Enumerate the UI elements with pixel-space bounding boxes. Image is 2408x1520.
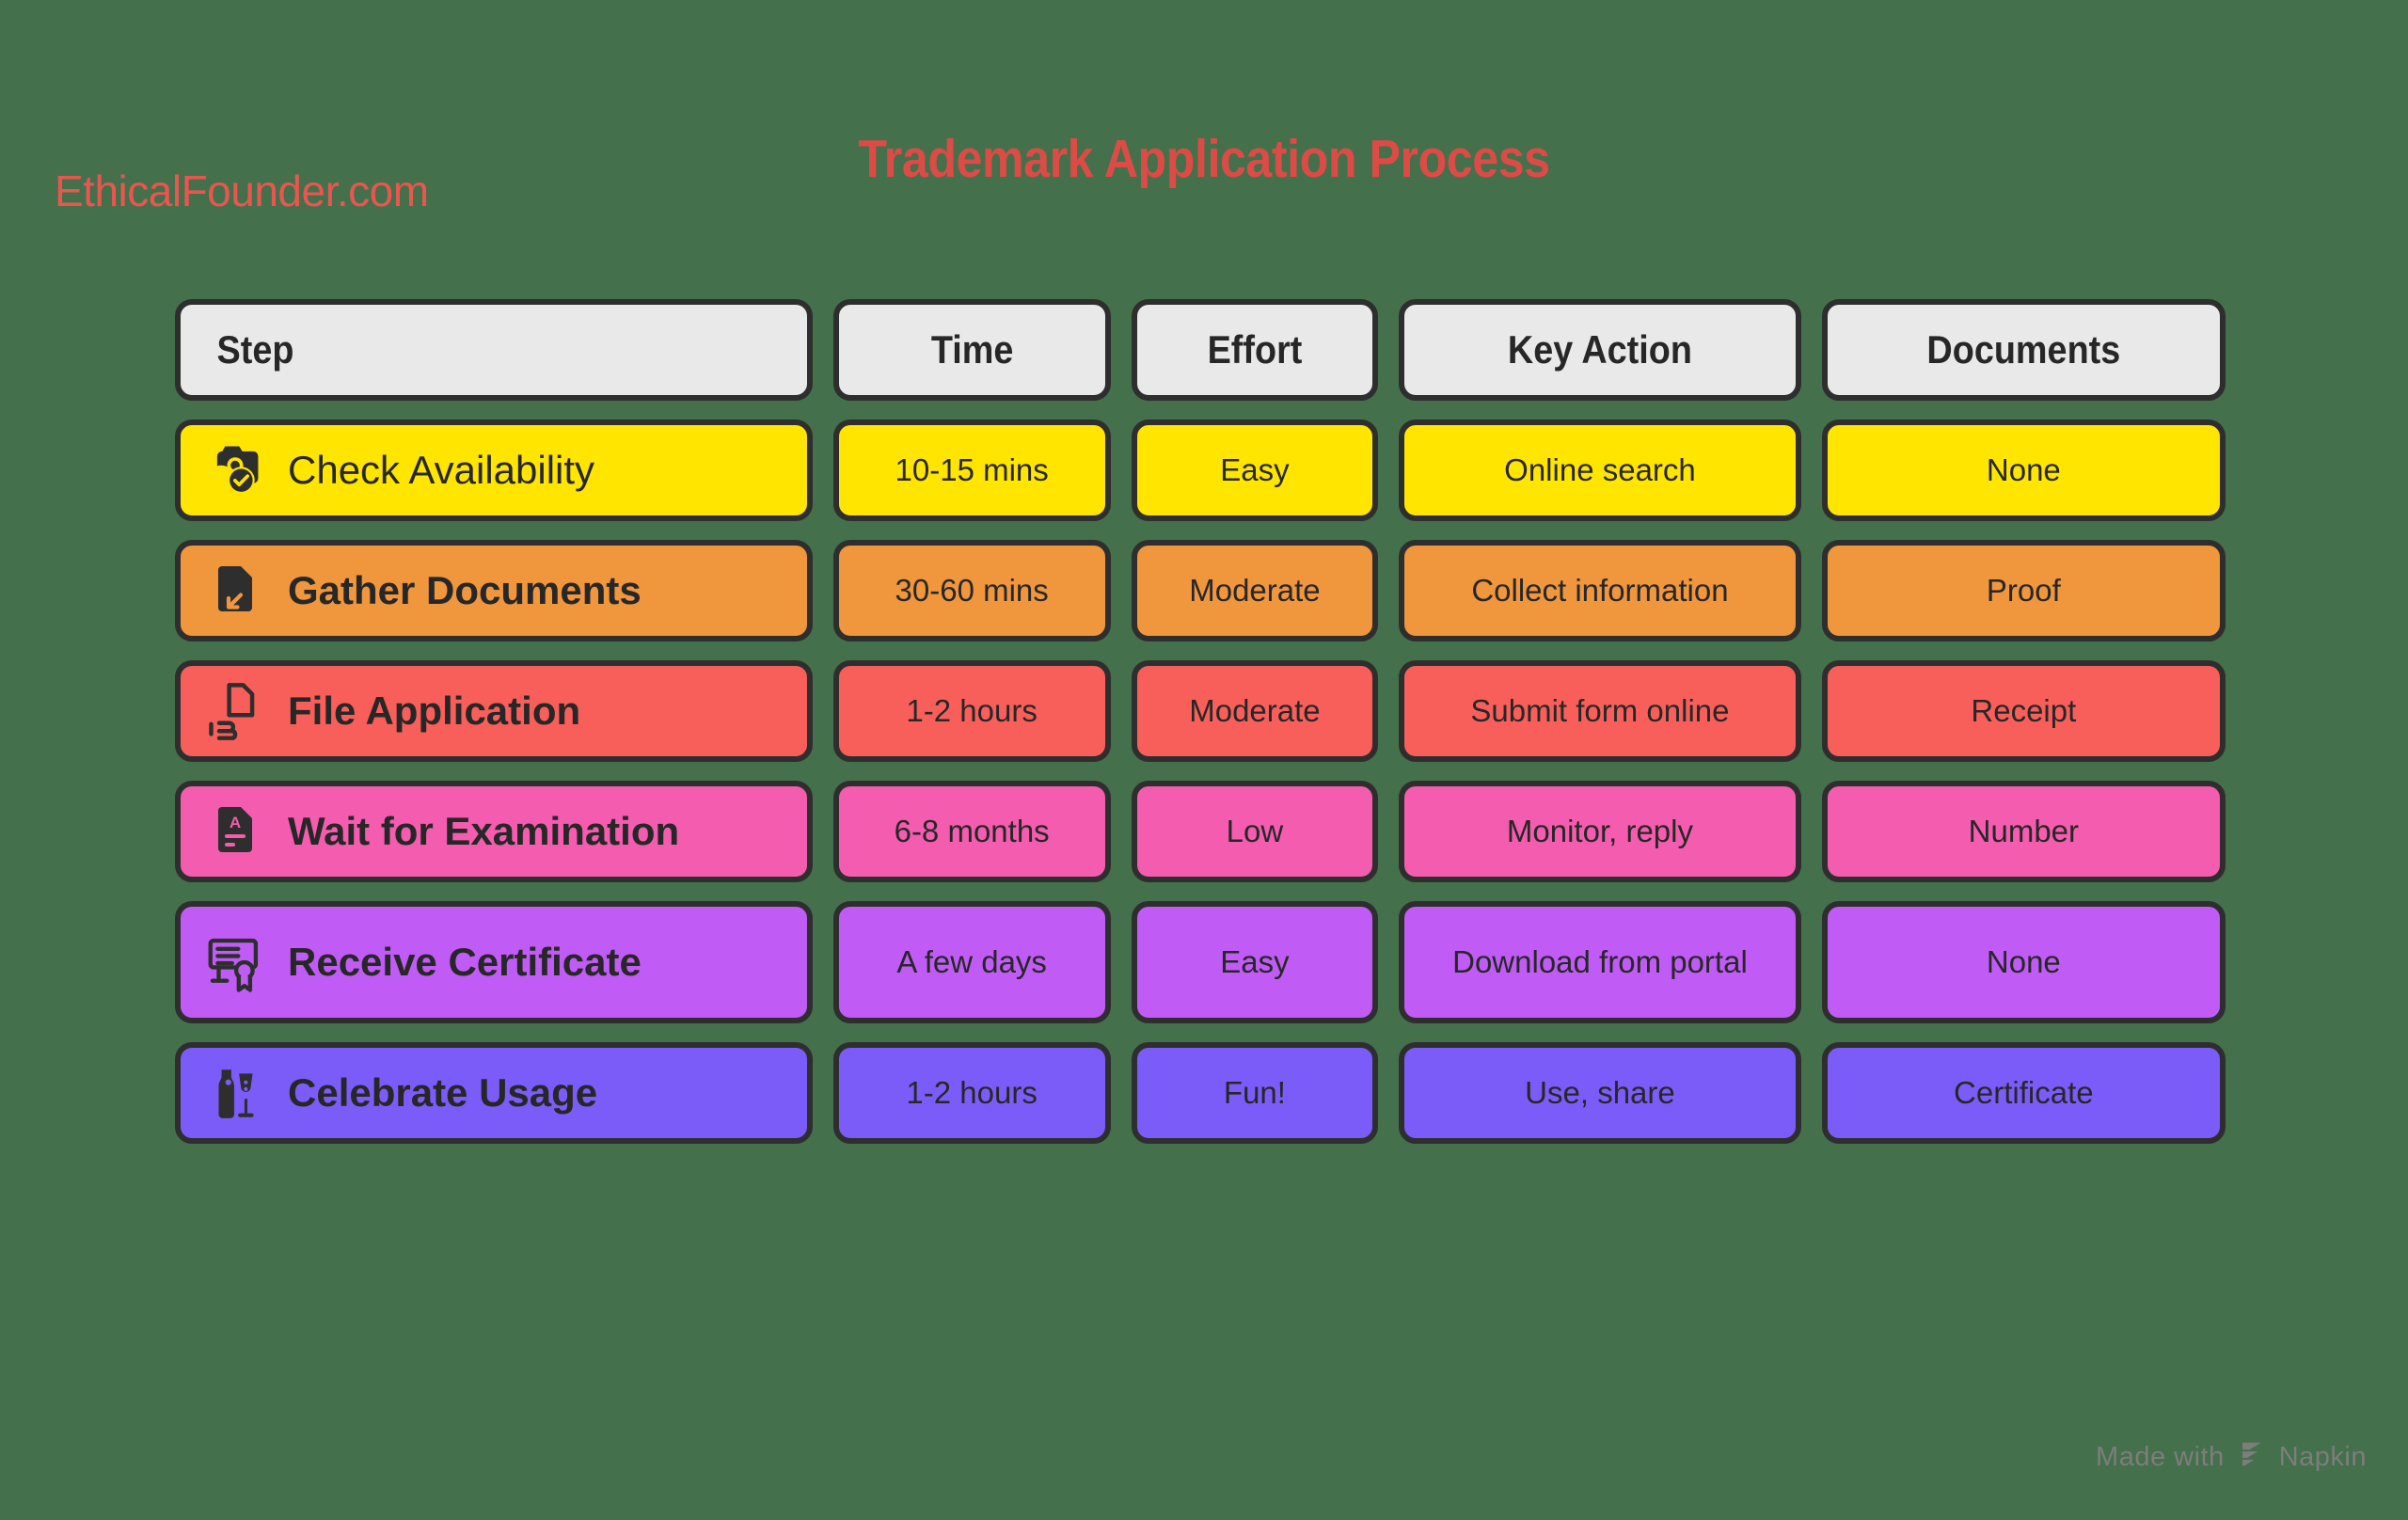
step-label: Gather Documents <box>288 568 642 613</box>
effort-cell: Moderate <box>1131 540 1379 641</box>
column-header-effort: Effort <box>1131 299 1379 401</box>
key-action-cell: Submit form online <box>1399 660 1801 762</box>
column-header-documents: Documents <box>1821 299 2226 401</box>
effort-value: Low <box>1226 813 1284 848</box>
champagne-celebration-icon <box>201 1059 269 1127</box>
table-row: Gather Documents 30-60 mins Moderate Col… <box>175 540 2226 641</box>
documents-value: Number <box>1968 813 2080 848</box>
column-header-time-label: Time <box>930 327 1014 372</box>
svg-text:A: A <box>230 814 241 831</box>
column-header-step: Step <box>175 299 813 401</box>
documents-cell: None <box>1821 901 2226 1023</box>
step-cell: Receive Certificate <box>175 901 813 1023</box>
step-label: Celebrate Usage <box>288 1070 598 1116</box>
process-table: Step Time Effort Key Action Documents <box>175 299 2226 1144</box>
step-cell: File Application <box>175 660 813 762</box>
key-action-value: Download from portal <box>1452 943 1748 979</box>
column-header-step-label: Step <box>216 327 294 372</box>
effort-value: Moderate <box>1189 572 1321 608</box>
table-row: File Application 1-2 hours Moderate Subm… <box>175 660 2226 762</box>
key-action-cell: Collect information <box>1399 540 1801 641</box>
certificate-seal-icon <box>201 928 269 996</box>
document-download-icon <box>201 557 269 625</box>
effort-value: Easy <box>1220 451 1290 487</box>
column-header-effort-label: Effort <box>1207 327 1303 372</box>
time-value: 1-2 hours <box>906 692 1038 728</box>
page-title: Trademark Application Process <box>858 129 1550 189</box>
key-action-cell: Monitor, reply <box>1399 781 1801 882</box>
step-cell: Check Availability <box>175 420 813 521</box>
table-row: A Wait for Examination 6-8 months Low Mo… <box>175 781 2226 882</box>
time-cell: 1-2 hours <box>832 660 1111 762</box>
key-action-cell: Online search <box>1399 420 1801 521</box>
time-cell: 1-2 hours <box>832 1042 1111 1144</box>
step-cell: Gather Documents <box>175 540 813 641</box>
column-header-time: Time <box>832 299 1111 401</box>
made-with-label: Made with <box>2096 1441 2225 1472</box>
effort-cell: Moderate <box>1131 660 1379 762</box>
step-label: File Application <box>288 689 581 734</box>
napkin-logo-icon <box>2238 1439 2266 1475</box>
key-action-value: Use, share <box>1525 1074 1675 1110</box>
column-header-key-action-label: Key Action <box>1507 327 1693 372</box>
step-label: Receive Certificate <box>288 940 642 985</box>
documents-value: None <box>1986 451 2061 487</box>
table-row: Celebrate Usage 1-2 hours Fun! Use, shar… <box>175 1042 2226 1144</box>
effort-cell: Fun! <box>1131 1042 1379 1144</box>
key-action-cell: Use, share <box>1399 1042 1801 1144</box>
napkin-label: Napkin <box>2278 1441 2367 1472</box>
time-value: 1-2 hours <box>906 1074 1038 1110</box>
time-value: A few days <box>896 943 1047 979</box>
documents-value: Proof <box>1986 572 2061 608</box>
step-cell: Celebrate Usage <box>175 1042 813 1144</box>
effort-value: Moderate <box>1189 692 1321 728</box>
time-value: 30-60 mins <box>895 572 1049 608</box>
documents-cell: Certificate <box>1821 1042 2226 1144</box>
time-value: 6-8 months <box>894 813 1050 848</box>
effort-cell: Easy <box>1131 901 1379 1023</box>
time-cell: A few days <box>832 901 1111 1023</box>
step-cell: A Wait for Examination <box>175 781 813 882</box>
key-action-cell: Download from portal <box>1399 901 1801 1023</box>
key-action-value: Submit form online <box>1470 692 1730 728</box>
documents-cell: Receipt <box>1821 660 2226 762</box>
time-value: 10-15 mins <box>895 451 1049 487</box>
time-cell: 30-60 mins <box>832 540 1111 641</box>
documents-value: Receipt <box>1971 692 2077 728</box>
documents-cell: Number <box>1821 781 2226 882</box>
effort-cell: Easy <box>1131 420 1379 521</box>
table-header-row: Step Time Effort Key Action Documents <box>175 299 2226 401</box>
column-header-documents-label: Documents <box>1926 327 2121 372</box>
camera-check-icon <box>201 436 269 504</box>
effort-value: Fun! <box>1223 1074 1286 1110</box>
column-header-key-action: Key Action <box>1399 299 1801 401</box>
time-cell: 6-8 months <box>832 781 1111 882</box>
effort-value: Easy <box>1220 943 1290 979</box>
step-label: Check Availability <box>288 448 595 493</box>
documents-cell: Proof <box>1821 540 2226 641</box>
documents-value: Certificate <box>1954 1074 2094 1110</box>
time-cell: 10-15 mins <box>832 420 1111 521</box>
graded-paper-icon: A <box>201 798 269 865</box>
hand-holding-document-icon <box>201 677 269 745</box>
site-brand: EthicalFounder.com <box>55 166 429 215</box>
step-label: Wait for Examination <box>288 809 680 854</box>
table-row: Check Availability 10-15 mins Easy Onlin… <box>175 420 2226 521</box>
key-action-value: Online search <box>1504 451 1696 487</box>
documents-cell: None <box>1821 420 2226 521</box>
documents-value: None <box>1986 943 2061 979</box>
table-row: Receive Certificate A few days Easy Down… <box>175 901 2226 1023</box>
key-action-value: Collect information <box>1471 572 1729 608</box>
footer-attribution: Made with Napkin <box>2096 1439 2367 1475</box>
key-action-value: Monitor, reply <box>1506 813 1693 848</box>
effort-cell: Low <box>1131 781 1379 882</box>
